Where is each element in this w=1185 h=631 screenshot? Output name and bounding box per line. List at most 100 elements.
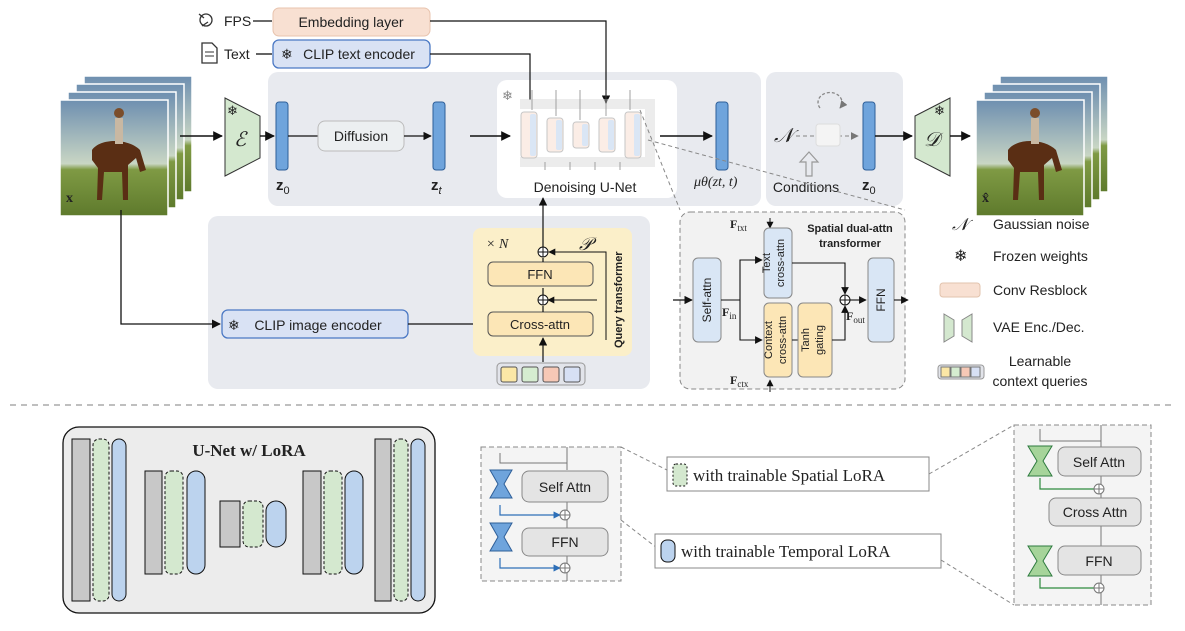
- snowflake-icon: ❄: [281, 46, 293, 62]
- spatial-title-2: transformer: [819, 238, 881, 250]
- qt-cross-attn-label: Cross-attn: [510, 317, 570, 332]
- query-token: [563, 366, 581, 383]
- spatial-lora-label: with trainable Spatial LoRA: [693, 466, 886, 485]
- spatial-lora-swatch: [672, 463, 688, 487]
- legend-query-token: [950, 366, 961, 378]
- spatial-ffn-detail-box: [1057, 545, 1142, 576]
- frozen-encoder-icon: ❄: [227, 103, 238, 118]
- qt-ffn-box: [487, 261, 594, 287]
- decoder-symbol: 𝒟: [924, 129, 944, 151]
- fps-label: FPS: [224, 13, 251, 29]
- query-token: [521, 366, 539, 383]
- temporal-ffn-box: [521, 527, 609, 557]
- legend-conv-swatch: [939, 282, 981, 298]
- legend-query-token: [960, 366, 971, 378]
- spatial-self-attn-box: [1057, 446, 1142, 477]
- legend-frozen-label: Frozen weights: [993, 248, 1088, 264]
- output-video-frames: [975, 75, 1109, 217]
- text-label: Text: [224, 46, 250, 62]
- qt-ffn-label: FFN: [527, 267, 552, 282]
- input-video-frames: [59, 75, 193, 217]
- vae-encoder-shape: [224, 97, 261, 177]
- temporal-ffn-label: FFN: [551, 534, 578, 550]
- conditions-label: Conditions: [773, 179, 839, 195]
- mu-latent-block: [715, 101, 729, 171]
- encoder-symbol: ℰ: [234, 129, 248, 151]
- tanh-label-2: gating: [814, 325, 826, 355]
- legend-conv-label: Conv Resblock: [993, 282, 1088, 298]
- query-token-strip: [496, 362, 586, 386]
- embedding-layer-box: [272, 7, 431, 37]
- legend-snowflake-icon: ❄: [954, 248, 967, 265]
- query-transformer-side-label: Query transformer: [613, 251, 625, 348]
- z0-latent-block: [275, 101, 289, 171]
- frozen-decoder-icon: ❄: [934, 103, 945, 118]
- legend-gaussian-symbol: 𝒩: [952, 215, 974, 234]
- temporal-self-attn-label: Self Attn: [539, 479, 591, 495]
- spatial-title-1: Spatial dual-attn: [807, 223, 893, 235]
- f-txt-label: Ftxt: [730, 217, 747, 233]
- temporal-lora-detail-panel: [480, 446, 622, 582]
- legend-learnable-1: Learnable: [1009, 353, 1071, 369]
- clip-image-frozen-icon: ❄: [228, 317, 240, 333]
- z0-out-latent-block: [862, 101, 876, 171]
- document-icon: [201, 42, 218, 64]
- self-attn-label: Self-attn: [700, 278, 714, 323]
- spatial-cross-attn-box: [1048, 497, 1142, 527]
- f-in-label: Fin: [722, 305, 737, 321]
- z0-out-label: z0: [862, 177, 876, 197]
- context-cross-label-2: cross-attn: [777, 316, 789, 364]
- condition-arrow-icon: [798, 151, 820, 177]
- diffusion-label: Diffusion: [334, 128, 388, 144]
- noise-symbol: 𝒩: [774, 125, 799, 147]
- legend-query-token: [970, 366, 981, 378]
- text-cross-label-2: cross-attn: [775, 239, 787, 287]
- legend-learnable-2: context queries: [993, 373, 1088, 389]
- output-xhat-label: x̂: [982, 191, 989, 206]
- vae-decoder-shape: [914, 97, 951, 177]
- input-x-label: x: [66, 191, 73, 206]
- tanh-label-1: Tanh: [800, 328, 812, 352]
- qt-cross-attn-box: [487, 311, 594, 337]
- legend-vae-left: [943, 313, 955, 343]
- horse-rider-image: [92, 108, 146, 200]
- embedding-layer-label: Embedding layer: [298, 14, 403, 30]
- temporal-lora-tag: [654, 533, 942, 569]
- spatial-cross-attn-label: Cross Attn: [1063, 504, 1128, 520]
- mu-label: μθ(zt, t): [693, 175, 738, 190]
- f-ctx-label: Fctx: [730, 373, 749, 389]
- legend-vae-right: [961, 313, 973, 343]
- unet-lora-blocks: [71, 438, 426, 602]
- unet-label: Denoising U-Net: [534, 179, 637, 195]
- spatial-lora-detail: [1027, 425, 1105, 605]
- query-token: [542, 366, 560, 383]
- times-n-label: × N: [486, 237, 509, 252]
- query-token: [500, 366, 518, 383]
- spatial-self-attn-label: Self Attn: [1073, 454, 1125, 470]
- denoising-unet: ❄: [502, 88, 655, 170]
- temporal-lora-detail: [489, 447, 571, 581]
- context-cross-label-1: Context: [763, 321, 775, 359]
- zt-latent-block: [432, 101, 446, 171]
- f-out-label: Fout: [846, 309, 865, 325]
- fps-icon: [198, 13, 213, 27]
- clip-image-encoder-label: CLIP image encoder: [254, 317, 382, 333]
- legend-gaussian-label: Gaussian noise: [993, 216, 1090, 232]
- temporal-self-attn-box: [521, 470, 609, 503]
- text-cross-label-1: Text: [761, 253, 773, 273]
- legend-vae-label: VAE Enc./Dec.: [993, 319, 1085, 335]
- temporal-lora-swatch: [660, 539, 676, 563]
- zt-label: zt: [431, 177, 443, 197]
- spatial-lora-tag: [666, 456, 930, 492]
- sampler-box-faded: [815, 123, 841, 147]
- clip-text-encoder-label: CLIP text encoder: [303, 46, 415, 62]
- unet-lora-title: U-Net w/ LoRA: [192, 441, 306, 460]
- spatial-ffn-detail-label: FFN: [1085, 553, 1112, 569]
- loop-icon: [817, 91, 848, 109]
- unet-frozen-icon: ❄: [502, 88, 513, 103]
- legend-query-token: [940, 366, 951, 378]
- spatial-ffn-label: FFN: [874, 288, 888, 311]
- output-horse-rider-image: [1008, 108, 1062, 200]
- temporal-lora-label: with trainable Temporal LoRA: [681, 542, 891, 561]
